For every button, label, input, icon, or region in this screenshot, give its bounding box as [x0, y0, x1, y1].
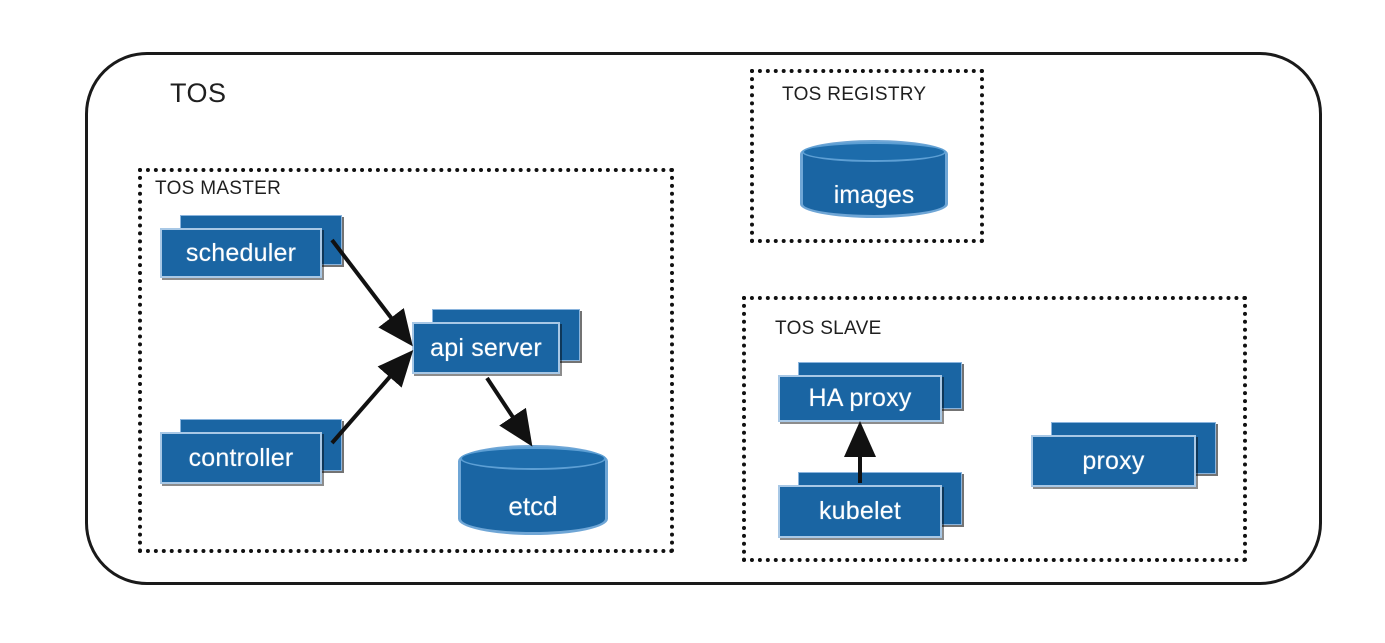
- tos-title: TOS: [170, 78, 227, 108]
- node-controller-face[interactable]: controller: [160, 432, 322, 484]
- node-images-datastore[interactable]: images: [800, 140, 948, 218]
- group-label-tos-registry: TOS REGISTRY: [782, 84, 927, 105]
- node-controller[interactable]: controller: [160, 419, 342, 484]
- group-label-tos-master: TOS MASTER: [155, 178, 282, 199]
- node-kubelet[interactable]: kubelet: [778, 472, 962, 538]
- node-ha-proxy[interactable]: HA proxy: [778, 362, 962, 422]
- node-scheduler-label: scheduler: [185, 238, 297, 267]
- node-scheduler-face[interactable]: scheduler: [160, 228, 322, 278]
- cylinder-top-icon: [802, 142, 946, 163]
- node-api-server[interactable]: api server: [412, 309, 580, 374]
- node-scheduler[interactable]: scheduler: [160, 215, 342, 278]
- node-images-label: images: [833, 181, 915, 210]
- group-tos-slave: [742, 296, 1247, 562]
- node-ha-proxy-label: HA proxy: [808, 384, 912, 412]
- node-kubelet-label: kubelet: [818, 497, 901, 525]
- node-proxy[interactable]: proxy: [1031, 422, 1216, 487]
- node-proxy-face[interactable]: proxy: [1031, 435, 1196, 487]
- node-etcd-datastore[interactable]: etcd: [458, 445, 608, 535]
- cylinder-top-icon: [460, 447, 606, 471]
- node-api-server-face[interactable]: api server: [412, 322, 560, 374]
- node-kubelet-face[interactable]: kubelet: [778, 485, 942, 538]
- node-ha-proxy-face[interactable]: HA proxy: [778, 375, 942, 422]
- node-proxy-label: proxy: [1082, 446, 1145, 475]
- tos-boundary: [85, 52, 1322, 585]
- group-tos-master: [138, 168, 674, 553]
- group-tos-registry: [750, 69, 984, 243]
- node-etcd-label: etcd: [508, 491, 558, 522]
- group-label-tos-slave: TOS SLAVE: [775, 318, 882, 339]
- node-controller-label: controller: [188, 443, 294, 472]
- node-api-server-label: api server: [430, 333, 542, 362]
